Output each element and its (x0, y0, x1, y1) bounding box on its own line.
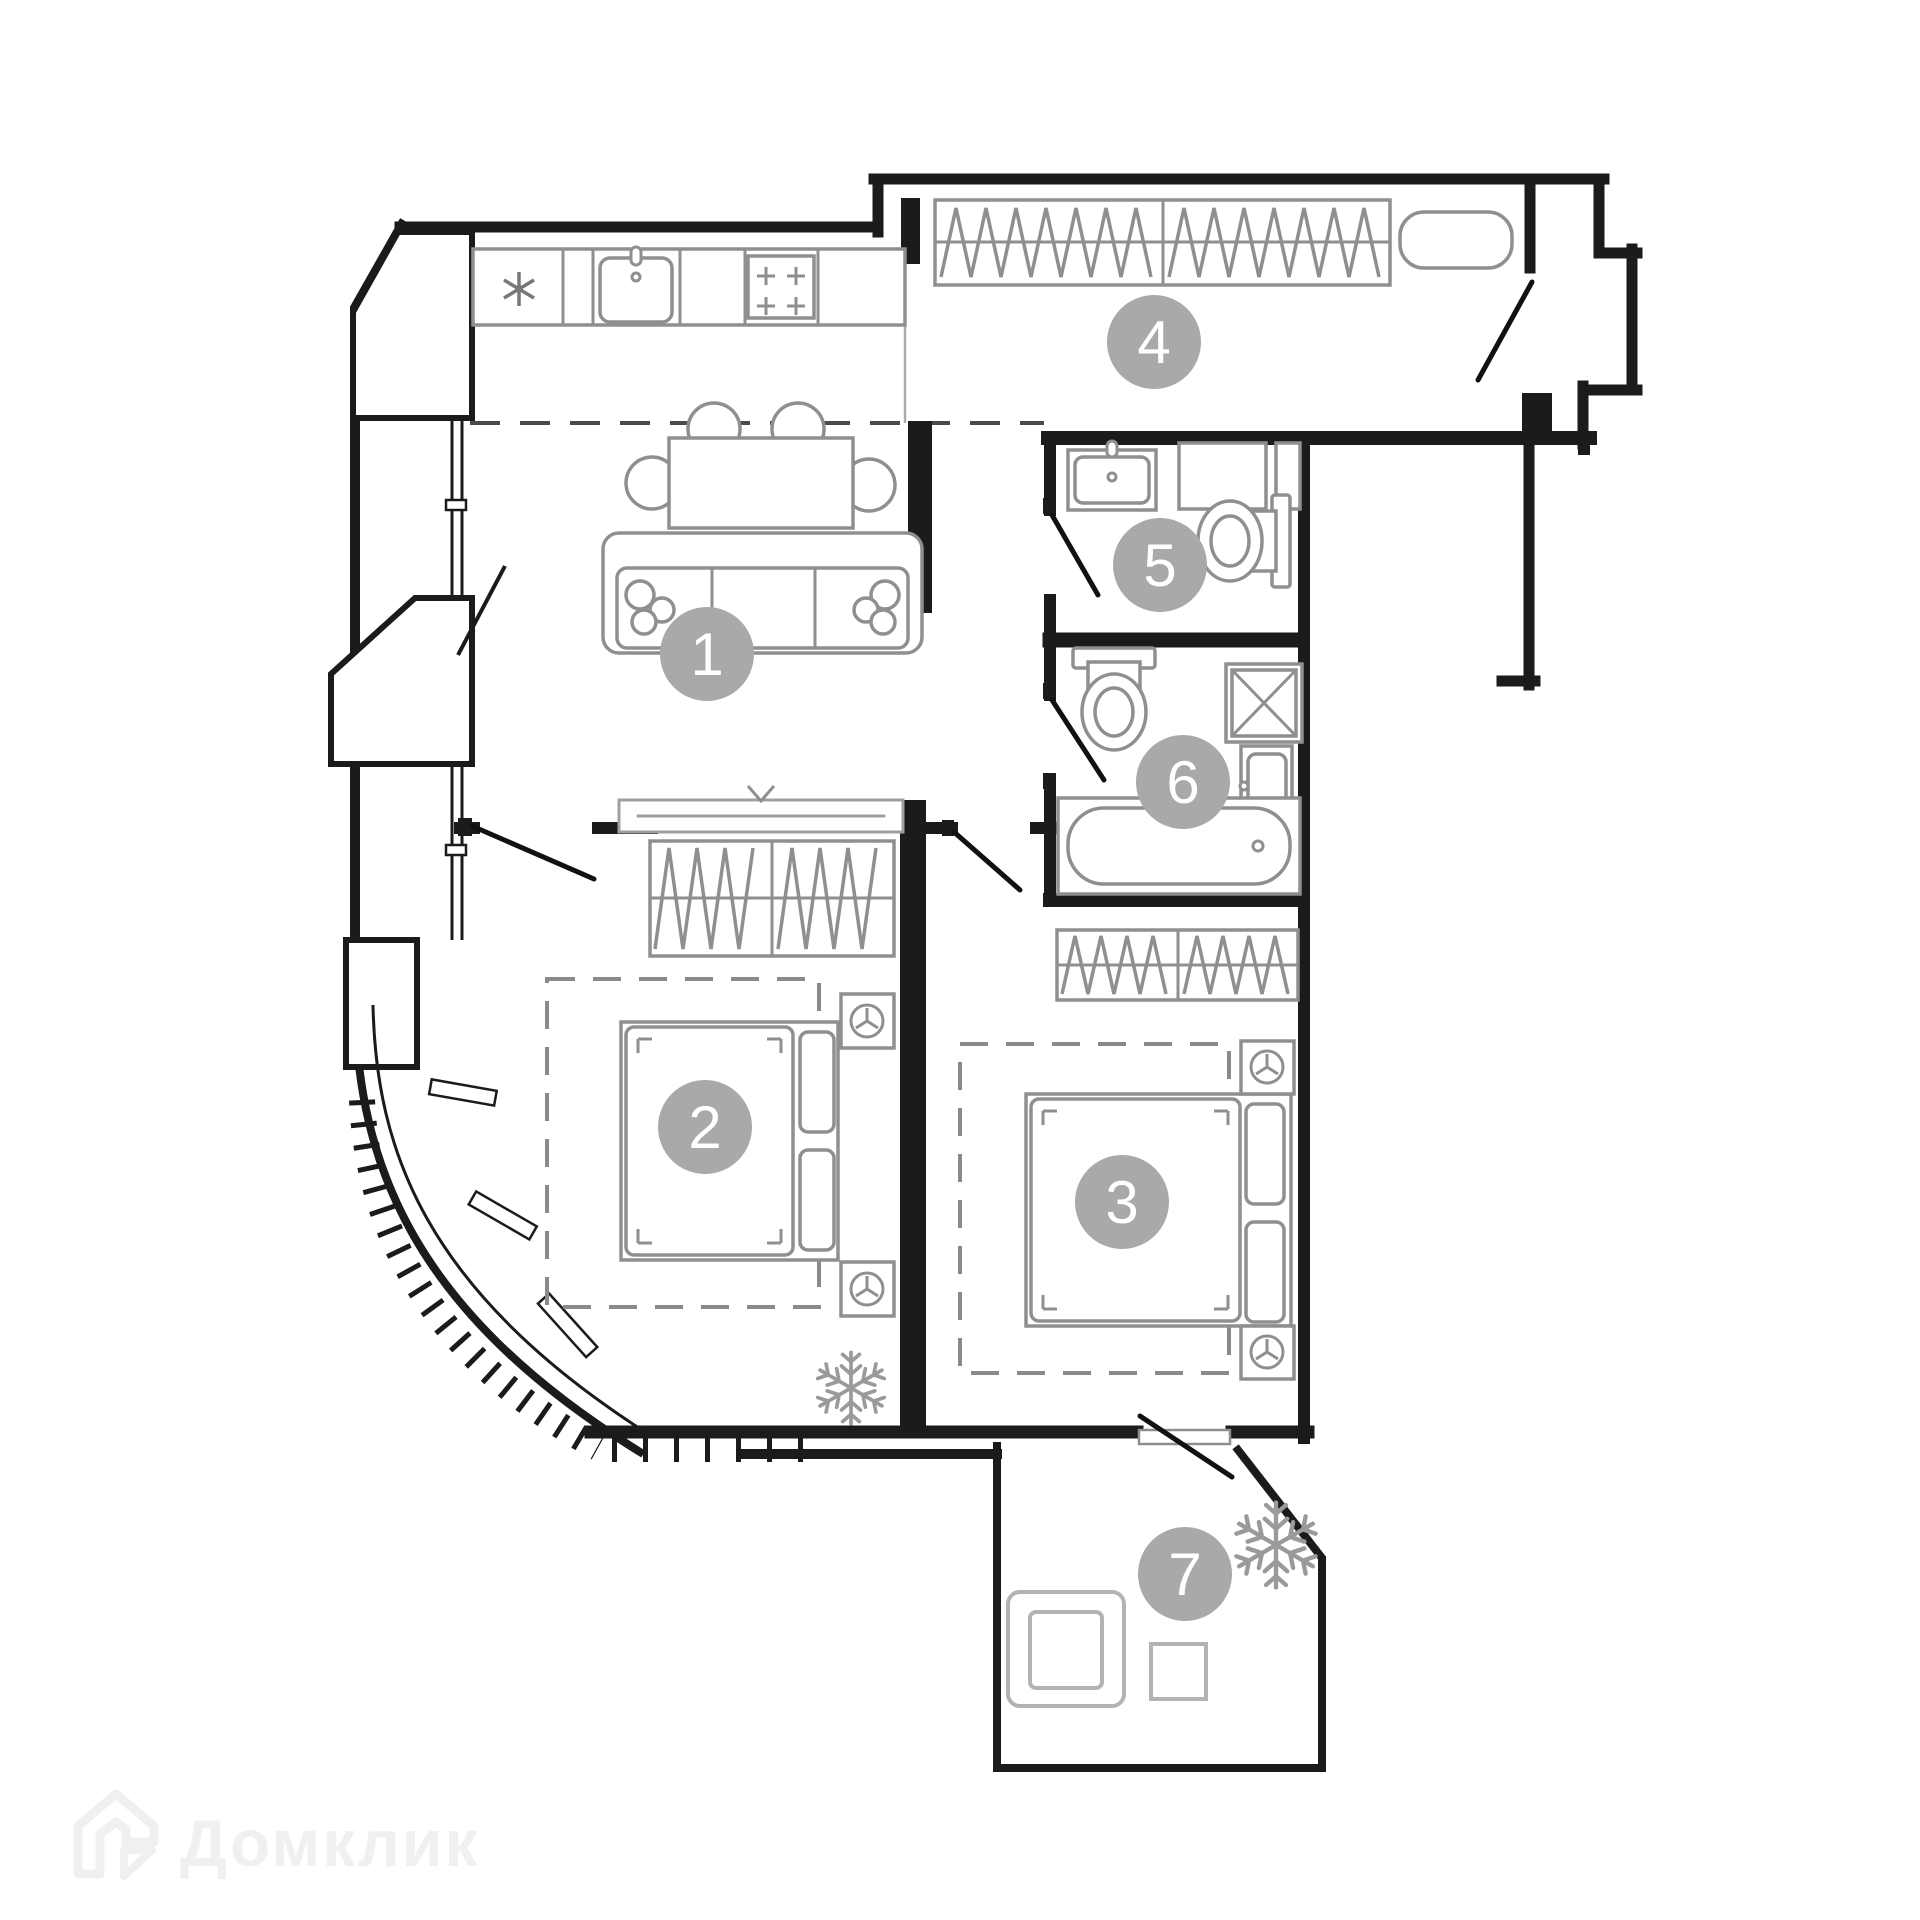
bench-icon (1398, 210, 1514, 270)
fridge-asterisk-icon (503, 272, 535, 306)
room-badge-5: 5 (1113, 518, 1207, 612)
window-swing-mark (456, 565, 507, 656)
stove-icon (746, 254, 816, 320)
closet-arrow-mark (746, 785, 776, 804)
pillow (1244, 1102, 1286, 1206)
room-badge-7: 7 (1138, 1527, 1232, 1621)
dining-table-icon (667, 436, 855, 530)
svg-text:4: 4 (1137, 309, 1170, 376)
doors (469, 279, 1535, 1480)
balcony-door-swing-icon (1137, 1413, 1235, 1480)
watermark: Домклик (73, 1789, 479, 1880)
watermark-text: Домклик (180, 1806, 479, 1880)
bay-window-sashes (427, 1077, 600, 1359)
balcony-table-icon (1149, 1642, 1208, 1701)
dining-set (624, 401, 897, 530)
wc-room (1066, 439, 1302, 589)
bay-window-hatch (349, 1099, 605, 1460)
pier (343, 937, 420, 1070)
wc-sink-icon (1066, 439, 1158, 512)
kitchen-sink-icon (598, 245, 674, 324)
pier (328, 595, 475, 767)
plant-icon (624, 579, 676, 636)
domclick-house-icon (73, 1789, 159, 1880)
room-badge-3: 3 (1075, 1155, 1169, 1249)
threshold (1137, 1428, 1232, 1446)
pier (350, 229, 475, 421)
duct-shaft (1177, 441, 1268, 511)
toilet-icon (1196, 493, 1292, 589)
svg-text:5: 5 (1143, 532, 1176, 599)
armchair-icon (1006, 1590, 1126, 1708)
hallway-wardrobe (933, 198, 1392, 287)
svg-text:6: 6 (1166, 749, 1199, 816)
pillow (798, 1148, 836, 1252)
kitchen-counter (471, 245, 907, 327)
door-swing-icon (469, 823, 597, 882)
sofa-icon (601, 531, 924, 655)
sliding-closet-icon (617, 785, 905, 834)
toilet-icon (1071, 646, 1157, 752)
door-swing-icon (951, 829, 1023, 893)
bathtub-icon (1056, 796, 1302, 896)
exterior-walls (349, 173, 1643, 1462)
plant-icon (852, 579, 901, 636)
entrance-door-swing-icon (1475, 279, 1535, 383)
door-swing-icon (1049, 512, 1101, 598)
room-badge-2: 2 (658, 1080, 752, 1174)
svg-text:2: 2 (688, 1094, 721, 1161)
window-piers (328, 229, 475, 1070)
room-badge-6: 6 (1136, 735, 1230, 829)
door-swing-icon (1049, 697, 1107, 783)
windows (371, 418, 646, 1434)
balcony (993, 1428, 1326, 1772)
pillow (798, 1030, 836, 1134)
wardrobe-icon (648, 839, 896, 958)
room-badge-4: 4 (1107, 295, 1201, 389)
svg-text:7: 7 (1168, 1541, 1201, 1608)
room-badges: 1 2 3 4 5 6 7 (658, 295, 1232, 1621)
svg-text:3: 3 (1105, 1169, 1138, 1236)
bathroom (1056, 646, 1304, 896)
kitchen-zone-dashed-line (470, 325, 1044, 425)
wardrobe-icon (1055, 928, 1300, 1002)
bedroom-3 (958, 928, 1300, 1381)
room-badge-1: 1 (660, 607, 754, 701)
pillow (1244, 1220, 1286, 1324)
washing-machine-icon (1224, 662, 1304, 744)
svg-text:1: 1 (690, 621, 723, 688)
